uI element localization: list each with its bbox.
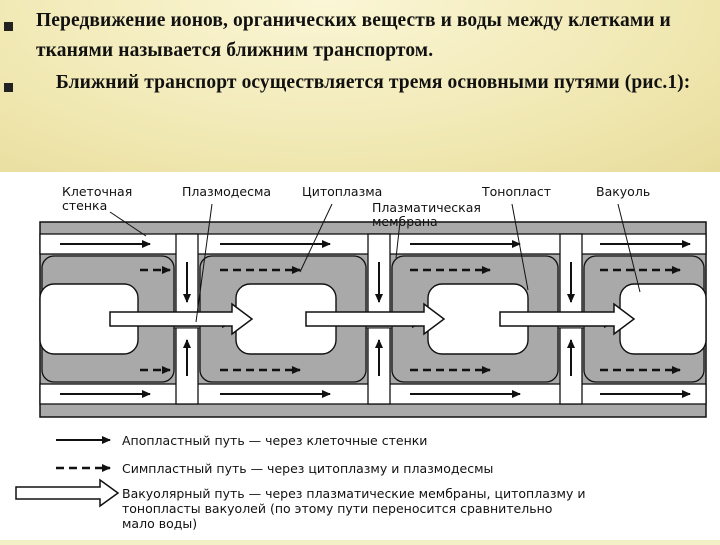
apoplast-arrows — [60, 240, 691, 398]
legend-vacuolar-line2: тонопласты вакуолей (по этому пути перен… — [122, 501, 552, 516]
symplast-arrows — [140, 266, 681, 374]
transport-diagram: Клеточная стенка Плазмодесма Цитоплазма … — [0, 172, 720, 540]
label-vacuole: Вакуоль — [596, 184, 650, 199]
label-plasma-membrane-2: мембрана — [372, 214, 438, 229]
slide-header-area — [0, 0, 720, 172]
square-bullet-icon — [4, 83, 13, 92]
bullet-text-1: Передвижение ионов, органических веществ… — [36, 10, 671, 61]
legend-symplast: Симпластный путь — через цитоплазму и пл… — [122, 461, 493, 476]
label-cell-wall-1: Клеточная — [62, 184, 132, 199]
label-cell-wall-2: стенка — [62, 198, 107, 213]
legend-apoplast: Апопластный путь — через клеточные стенк… — [122, 433, 427, 448]
label-cytoplasm: Цитоплазма — [302, 184, 382, 199]
label-plasma-membrane-1: Плазматическая — [372, 200, 481, 215]
diagram-labels: Клеточная стенка Плазмодесма Цитоплазма … — [62, 184, 650, 229]
vacuolar-arrows — [109, 302, 636, 336]
label-tonoplast: Тонопласт — [481, 184, 551, 199]
label-plasmodesma: Плазмодесма — [182, 184, 271, 199]
square-bullet-icon — [4, 22, 13, 31]
label-leader-lines — [109, 203, 641, 323]
legend-vacuolar-line1: Вакуолярный путь — через плазматические … — [122, 486, 585, 501]
legend-hollow-arrow — [15, 478, 120, 508]
diagram-svg: Клеточная стенка Плазмодесма Цитоплазма … — [15, 184, 707, 531]
legend-vacuolar-line3: мало воды) — [122, 516, 197, 531]
legend: Апопластный путь — через клеточные стенк… — [15, 433, 585, 531]
bullet-text-2: Ближний транспорт осуществляется тремя о… — [36, 72, 691, 93]
